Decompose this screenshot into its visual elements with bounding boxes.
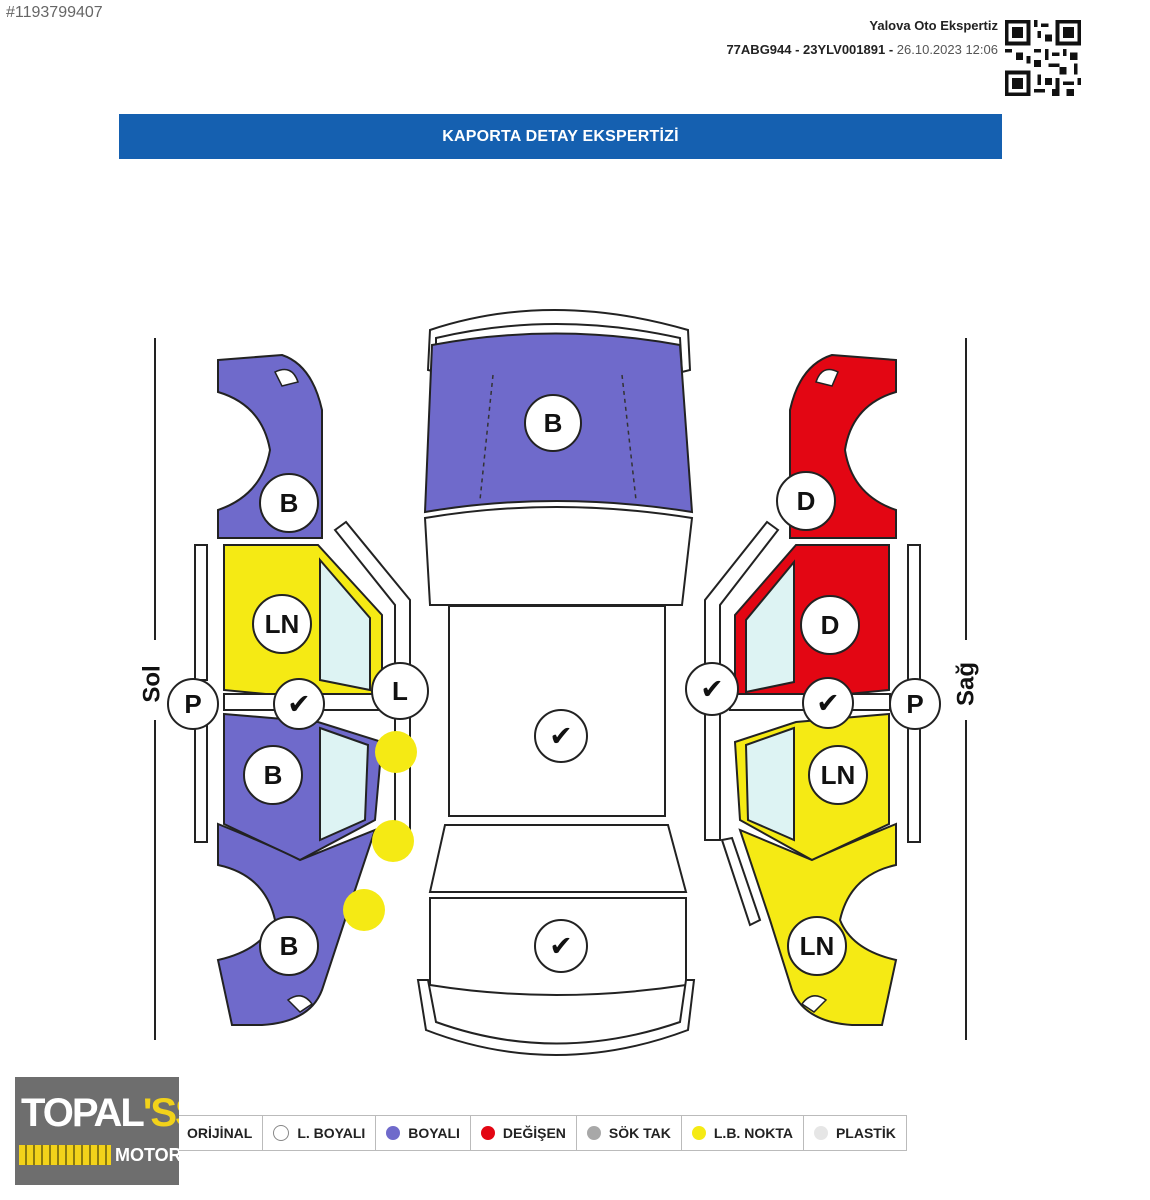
- side-label-right: Sağ: [953, 662, 980, 706]
- left-rear-fender-code-marker[interactable]: B: [259, 916, 319, 976]
- right-pillar-code-marker[interactable]: P: [889, 678, 941, 730]
- company-name: Yalova Oto Ekspertiz: [869, 18, 998, 33]
- left-front-window: [319, 557, 371, 692]
- logo-stripe: [19, 1145, 111, 1165]
- svg-text:B: B: [280, 931, 299, 961]
- lb-nokta-spot: [343, 889, 385, 931]
- left-pillar-code-marker[interactable]: P: [167, 678, 219, 730]
- svg-text:P: P: [184, 689, 201, 719]
- status-legend: ORİJİNAL L. BOYALI BOYALI DEĞİŞEN SÖK TAK L.B…: [176, 1115, 907, 1151]
- legend-item: DEĞİŞEN: [471, 1116, 577, 1150]
- legend-dot: [273, 1125, 290, 1141]
- dealer-logo: TOPAL'SS MOTORS: [15, 1077, 179, 1185]
- right-rear-door-code-marker[interactable]: LN: [808, 745, 868, 805]
- report-title-banner: KAPORTA DETAY EKSPERTİZİ: [119, 114, 1002, 159]
- logo-subtitle: MOTORS: [115, 1145, 179, 1165]
- legend-label: PLASTİK: [835, 1125, 896, 1141]
- svg-text:LN: LN: [800, 931, 835, 961]
- rear-bumper: [416, 979, 696, 1056]
- right-front-window: [745, 559, 795, 694]
- svg-text:LN: LN: [821, 760, 856, 790]
- rear-window: [428, 824, 688, 893]
- legend-label: L.B. NOKTA: [713, 1125, 793, 1141]
- svg-text:✔: ✔: [700, 673, 723, 706]
- svg-text:LN: LN: [265, 609, 300, 639]
- report-meta: 77ABG944 - 23YLV001891 - 26.10.2023 12:0…: [726, 42, 998, 57]
- left-rear-door-code-marker[interactable]: B: [243, 745, 303, 805]
- left-front-fender-code-marker[interactable]: B: [259, 473, 319, 533]
- svg-text:B: B: [544, 408, 563, 438]
- right-sill-code-marker[interactable]: ✔: [802, 677, 854, 729]
- svg-text:D: D: [797, 486, 816, 516]
- svg-text:✔: ✔: [549, 720, 572, 753]
- legend-dot: [813, 1126, 828, 1140]
- svg-text:L: L: [392, 676, 408, 706]
- right-front-door-code-marker[interactable]: D: [800, 595, 860, 655]
- qr-code-icon: [1005, 20, 1081, 96]
- listing-id: #1193799407: [6, 4, 103, 21]
- logo-wordmark: TOPAL'SS: [21, 1091, 179, 1135]
- legend-dot: [586, 1126, 601, 1140]
- legend-dot: [480, 1126, 495, 1140]
- legend-dot: [691, 1126, 706, 1140]
- legend-item: L.B. NOKTA: [682, 1116, 804, 1150]
- legend-item: SÖK TAK: [577, 1116, 682, 1150]
- report-datetime: 26.10.2023 12:06: [896, 42, 998, 57]
- side-label-left: Sol: [139, 665, 166, 702]
- front-bumper: [426, 309, 692, 374]
- legend-item: ORİJİNAL: [177, 1116, 264, 1150]
- right-front-fender-code-marker[interactable]: D: [776, 471, 836, 531]
- legend-label: BOYALI: [408, 1125, 460, 1141]
- svg-text:D: D: [821, 610, 840, 640]
- svg-text:✔: ✔: [549, 930, 572, 963]
- svg-text:B: B: [264, 760, 283, 790]
- right-rear-fender-code-marker[interactable]: LN: [787, 916, 847, 976]
- trunk-code-marker[interactable]: ✔: [534, 919, 588, 973]
- legend-label: L. BOYALI: [297, 1125, 366, 1141]
- left-rear-window: [319, 726, 370, 842]
- legend-dot: [386, 1126, 401, 1140]
- right-roof-rail-code-marker[interactable]: ✔: [685, 662, 739, 716]
- left-sill-code-marker[interactable]: ✔: [273, 678, 325, 730]
- svg-text:✔: ✔: [287, 688, 310, 721]
- windshield: [423, 506, 694, 606]
- plate-code: 77ABG944 - 23YLV001891 -: [726, 42, 894, 57]
- legend-item: L. BOYALI: [263, 1116, 377, 1150]
- lb-nokta-spot: [375, 731, 417, 773]
- left-roof-rail-code-marker[interactable]: L: [371, 662, 429, 720]
- lb-nokta-spot: [372, 820, 414, 862]
- svg-text:B: B: [280, 488, 299, 518]
- legend-label: DEĞİŞEN: [502, 1125, 566, 1141]
- right-rear-window: [744, 726, 795, 842]
- legend-label: SÖK TAK: [608, 1125, 671, 1141]
- svg-text:✔: ✔: [816, 687, 839, 720]
- legend-item: PLASTİK: [804, 1116, 906, 1150]
- legend-item: BOYALI: [376, 1116, 471, 1150]
- svg-text:P: P: [906, 689, 923, 719]
- roof-code-marker[interactable]: ✔: [534, 709, 588, 763]
- left-front-door-code-marker[interactable]: LN: [252, 594, 312, 654]
- hood-code-marker[interactable]: B: [524, 394, 582, 452]
- legend-label: ORİJİNAL: [187, 1125, 253, 1141]
